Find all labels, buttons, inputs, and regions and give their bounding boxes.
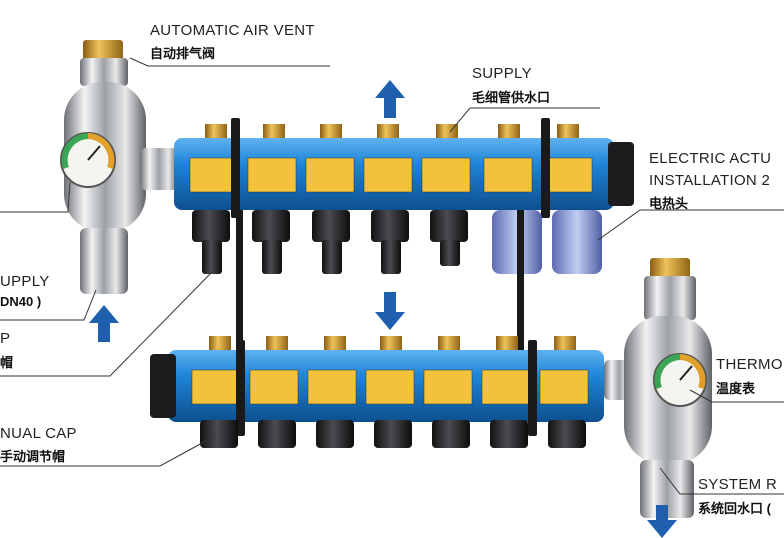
gauge-icon	[60, 132, 116, 188]
air-vent-label-zh: 自动排气阀	[150, 46, 216, 61]
arrow-up-icon	[89, 305, 119, 342]
top-cap	[371, 210, 409, 274]
gauge-icon	[653, 353, 707, 407]
arrow-up-icon	[375, 80, 405, 118]
top-cap	[312, 210, 350, 274]
left-cap-label-zh: 帽	[0, 355, 14, 370]
top-bar-clips	[231, 118, 550, 218]
manifold-frame-rails	[236, 210, 524, 350]
left-supply-label-zh: DN40 )	[0, 294, 42, 309]
left-supply-label-en: UPPLY	[0, 273, 50, 290]
bottom-manual-caps	[200, 420, 586, 448]
right-column-assembly	[604, 258, 712, 518]
actuator-label-en-2: INSTALLATION 2	[649, 172, 771, 189]
top-valve-labels	[189, 157, 593, 193]
supply-label-en: SUPPLY	[472, 65, 532, 82]
top-cap	[252, 210, 290, 274]
thermo-label-en: THERMO	[716, 356, 783, 373]
air-vent-label-en: AUTOMATIC AIR VENT	[150, 22, 315, 39]
left-column-assembly	[60, 40, 178, 294]
bottom-manifold	[150, 336, 604, 436]
top-cap	[192, 210, 230, 274]
bottom-brass-outlets	[209, 336, 576, 352]
top-manifold	[174, 118, 634, 218]
top-manual-caps	[192, 210, 468, 274]
actuator-label-en-1: ELECTRIC ACTU	[649, 150, 772, 167]
system-return-label-zh: 系统回水口 (	[698, 501, 771, 516]
arrow-down-icon	[647, 505, 677, 538]
bottom-valve-labels	[191, 369, 589, 405]
system-return-label-en: SYSTEM R	[698, 476, 778, 493]
actuator-label-zh: 电热头	[649, 196, 689, 211]
top-cap	[430, 210, 468, 266]
thermo-label-zh: 温度表	[716, 381, 756, 396]
supply-label-zh: 毛细管供水口	[472, 90, 551, 105]
manual-cap-label-en: NUAL CAP	[0, 425, 77, 442]
left-cap-label-en: P	[0, 330, 11, 347]
manual-cap-label-zh: 手动调节帽	[0, 449, 66, 464]
arrow-down-icon	[375, 292, 405, 330]
bottom-bar-clips	[236, 340, 537, 436]
